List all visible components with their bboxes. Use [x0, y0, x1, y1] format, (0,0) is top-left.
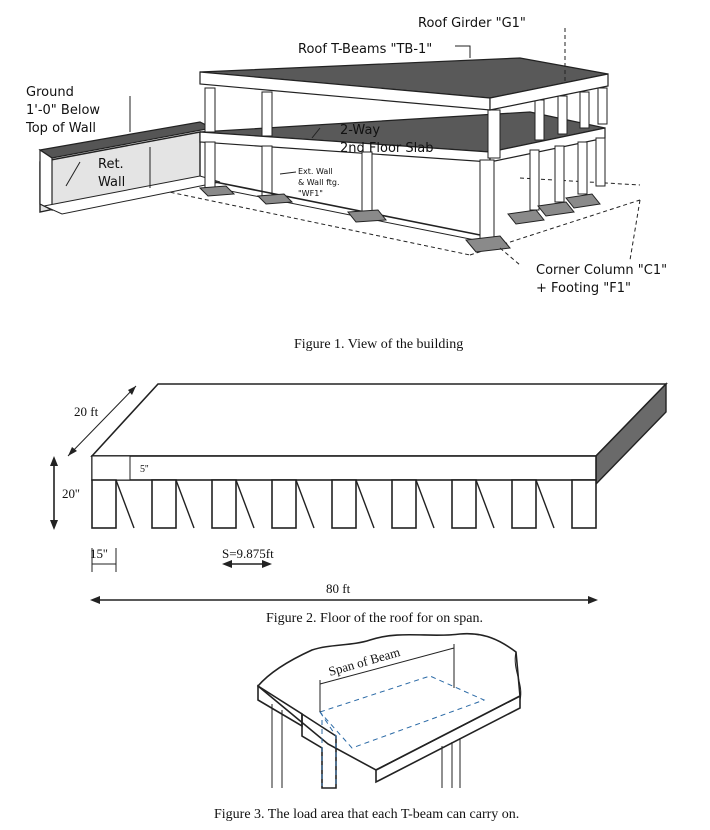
label-ret-wall-2: Wall: [98, 175, 125, 190]
span-of-beam-label: Span of Beam: [327, 644, 402, 679]
dim-depth-label: 20 ft: [74, 404, 99, 419]
figure1-building: Roof Girder "G1" Roof T-Beams "TB-1" Gro…: [25, 16, 667, 352]
beam-stem-depth-line: [295, 479, 315, 529]
dim-web-label: 15'': [90, 546, 108, 561]
figure3-load-area: Span of Beam Figure 3. The load area tha…: [214, 632, 522, 822]
slab-front-face: [91, 455, 597, 481]
beam-stem-depth-line: [535, 479, 555, 529]
dim-length-label: 80 ft: [326, 581, 351, 596]
beam-stem-depth-line: [115, 479, 135, 529]
site-line-front: [149, 187, 471, 256]
dim-slab-label: 5'': [140, 464, 149, 475]
dim-spacing-label: S=9.875ft: [222, 546, 274, 561]
beam-stem: [511, 479, 537, 529]
beam-stem-depth-line: [415, 479, 435, 529]
beam-stem: [331, 479, 357, 529]
slab-top-face: [90, 383, 668, 457]
label-roof-tbeams: Roof T-Beams "TB-1": [298, 42, 432, 57]
figure3-caption: Figure 3. The load area that each T-beam…: [214, 807, 519, 822]
beam-stems: [91, 479, 597, 529]
dim-height-label: 20'': [62, 486, 80, 501]
label-corner-1: Corner Column "C1": [536, 263, 667, 278]
beam-stem-depth-line: [475, 479, 495, 529]
beam-stem-depth-line: [355, 479, 375, 529]
label-roof-girder: Roof Girder "G1": [418, 16, 526, 31]
label-ground-1: Ground: [26, 85, 74, 100]
figure1-caption: Figure 1. View of the building: [294, 337, 463, 352]
label-slab-1: 2-Way: [340, 123, 380, 138]
beam-stem-depth-line: [175, 479, 195, 529]
label-ground-3: Top of Wall: [25, 121, 96, 136]
beam-stem: [151, 479, 177, 529]
beam-stem: [211, 479, 237, 529]
beam-stem: [451, 479, 477, 529]
site-line-back: [519, 177, 641, 186]
beam-stem: [271, 479, 297, 529]
label-ground-2: 1'-0" Below: [26, 103, 100, 118]
label-slab-2: 2nd Floor Slab: [340, 141, 433, 156]
label-ext-wall-2: & Wall ftg.: [298, 178, 340, 187]
figure2-caption: Figure 2. Floor of the roof for on span.: [266, 611, 483, 626]
dim-depth-line: [67, 385, 137, 457]
label-ext-wall-1: Ext. Wall: [298, 167, 333, 176]
figure2-floor: 20 ft 20'' 5'' 15'' S=9.875ft 80 ft Figu…: [50, 382, 668, 626]
beam-stem: [571, 479, 597, 529]
footings: [198, 185, 601, 253]
beam-stem: [391, 479, 417, 529]
beam-stem-depth-line: [235, 479, 255, 529]
beam-stem: [91, 479, 117, 529]
load-area-outline: [319, 675, 486, 749]
slab-plate: [256, 632, 521, 771]
label-corner-2: + Footing "F1": [536, 281, 631, 296]
label-ret-wall-1: Ret.: [98, 157, 124, 172]
tbeam-stem: [301, 712, 337, 789]
corner-column: [479, 159, 495, 241]
label-ext-wall-3: "WF1": [298, 189, 323, 198]
retaining-wall: [38, 121, 221, 215]
